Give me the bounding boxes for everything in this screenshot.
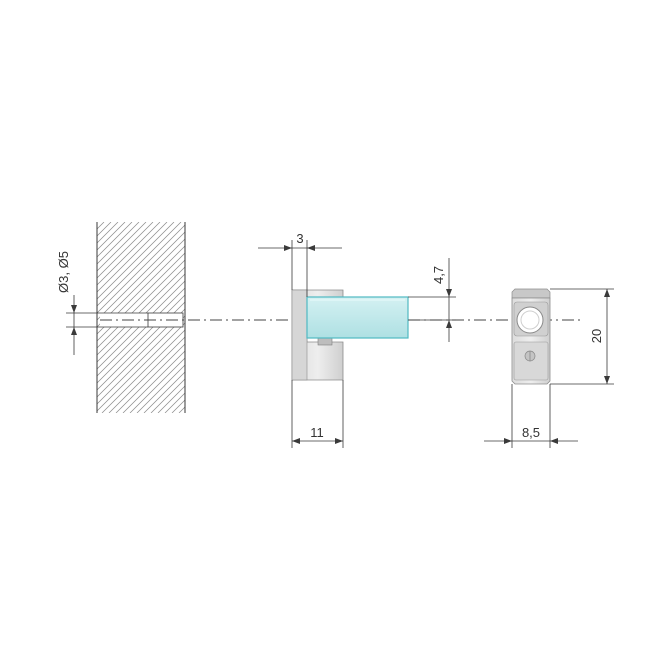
- hatch-line: [97, 315, 185, 405]
- hatch-line: [122, 350, 185, 413]
- hatch-line: [97, 222, 98, 223]
- wall-hatching: [97, 222, 185, 413]
- dimension-depth-11: 11: [291, 380, 344, 448]
- hatch-line: [97, 222, 182, 307]
- hatch-line: [97, 222, 140, 265]
- hatch-line: [136, 364, 185, 413]
- clip-width-label: 8,5: [522, 425, 540, 440]
- dimension-glass-4-7: 4,7: [408, 258, 456, 342]
- glass-height-label: 4,7: [431, 266, 446, 284]
- clip-height-label: 20: [589, 329, 604, 343]
- hatch-line: [143, 371, 185, 413]
- hatch-line: [97, 224, 185, 314]
- hatch-line: [97, 222, 133, 258]
- wall-section: [96, 222, 186, 413]
- hatch-line: [97, 231, 185, 321]
- hatch-line: [97, 322, 185, 412]
- hole-diameter-label: Ø3, Ø5: [56, 251, 71, 293]
- drill-hole-clear: [100, 313, 183, 327]
- hatch-line: [97, 222, 161, 286]
- hatch-line: [97, 222, 168, 293]
- glass-shelf: [306, 296, 409, 339]
- hatch-line: [108, 336, 185, 413]
- hatch-line: [97, 222, 105, 230]
- dimension-hole-diameter: Ø3, Ø5: [56, 251, 100, 355]
- depth-label: 11: [310, 425, 324, 440]
- hatch-line: [115, 343, 185, 413]
- hatch-line: [97, 222, 112, 237]
- dimension-width-8-5: 8,5: [484, 384, 578, 448]
- clip-backplate: [291, 289, 308, 381]
- dimension-offset-3: 3: [258, 231, 342, 297]
- offset-label: 3: [296, 231, 303, 246]
- front-clip-top-lip: [511, 288, 551, 299]
- hatch-line: [97, 222, 154, 279]
- hatch-line: [129, 357, 185, 413]
- hatch-line: [150, 378, 185, 413]
- hatch-line: [97, 222, 175, 300]
- dimension-height-20: 20: [550, 288, 614, 385]
- hatch-line: [101, 329, 185, 413]
- side-view-clip: [291, 289, 409, 381]
- hatch-line: [97, 222, 147, 272]
- front-view-clip: [511, 288, 551, 385]
